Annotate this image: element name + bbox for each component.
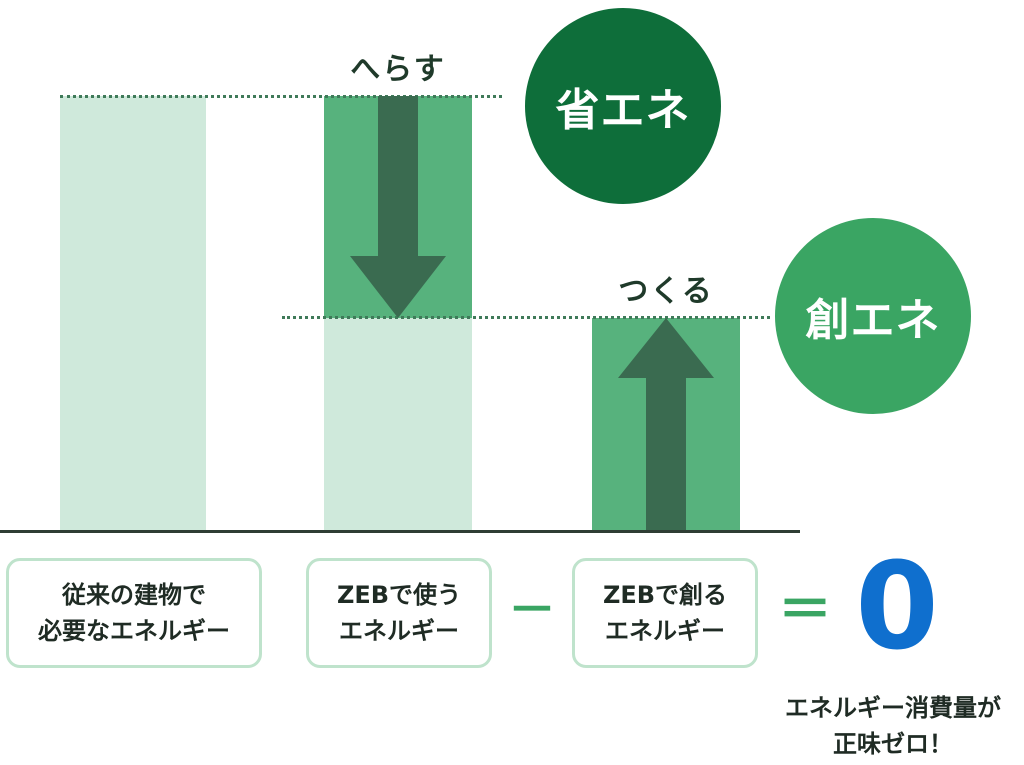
equals-operator: ＝	[778, 578, 832, 641]
conventional-energy-label: 従来の建物で 必要なエネルギー	[6, 558, 262, 668]
conventional-energy-bar	[60, 96, 206, 532]
minus-operator: －	[507, 582, 556, 638]
up-arrow-icon	[616, 318, 716, 532]
energy-creation-text: 創エネ	[805, 295, 941, 346]
top-dotted-line	[60, 95, 502, 98]
energy-creation-circle: 創エネ	[775, 218, 971, 414]
middle-dotted-line	[282, 316, 770, 319]
zeb-use-energy-label: ZEBで使う エネルギー	[306, 558, 492, 668]
energy-saving-circle: 省エネ	[525, 8, 721, 204]
zeb-use-label-line2: エネルギー	[339, 617, 459, 645]
reduce-label: へらす	[350, 52, 446, 87]
conventional-label-line1: 従来の建物で	[62, 581, 206, 609]
zeb-create-energy-label: ZEBで創る エネルギー	[572, 558, 758, 668]
net-zero-caption-line2: 正味ゼロ！	[833, 730, 953, 758]
zeb-use-energy-bar	[324, 318, 472, 532]
zero-value: 0	[855, 538, 939, 677]
net-zero-caption-line1: エネルギー消費量が	[785, 694, 1001, 722]
baseline	[0, 530, 800, 533]
zeb-create-label-line1: ZEBで創る	[602, 581, 728, 609]
create-label: つくる	[618, 274, 714, 309]
zeb-use-label-line1: ZEBで使う	[336, 581, 462, 609]
zeb-create-label-line2: エネルギー	[605, 617, 725, 645]
energy-saving-text: 省エネ	[555, 85, 691, 136]
conventional-label-line2: 必要なエネルギー	[38, 617, 230, 645]
down-arrow-icon	[348, 96, 448, 318]
